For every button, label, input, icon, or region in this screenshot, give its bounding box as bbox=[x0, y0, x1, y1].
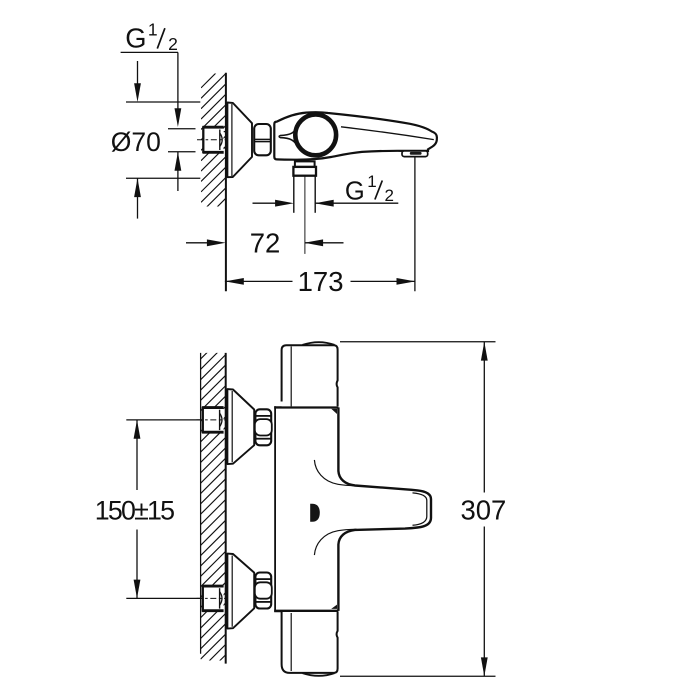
svg-text:2: 2 bbox=[384, 186, 393, 205]
svg-text:72: 72 bbox=[250, 228, 281, 259]
svg-text:150±15: 150±15 bbox=[95, 496, 174, 526]
svg-text:307: 307 bbox=[460, 495, 506, 526]
svg-text:G: G bbox=[125, 22, 146, 53]
svg-text:173: 173 bbox=[298, 266, 344, 297]
svg-text:Ø70: Ø70 bbox=[111, 127, 161, 157]
svg-text:1: 1 bbox=[367, 172, 376, 191]
svg-text:2: 2 bbox=[168, 34, 178, 54]
svg-text:1: 1 bbox=[148, 20, 158, 40]
svg-text:G: G bbox=[345, 177, 365, 205]
